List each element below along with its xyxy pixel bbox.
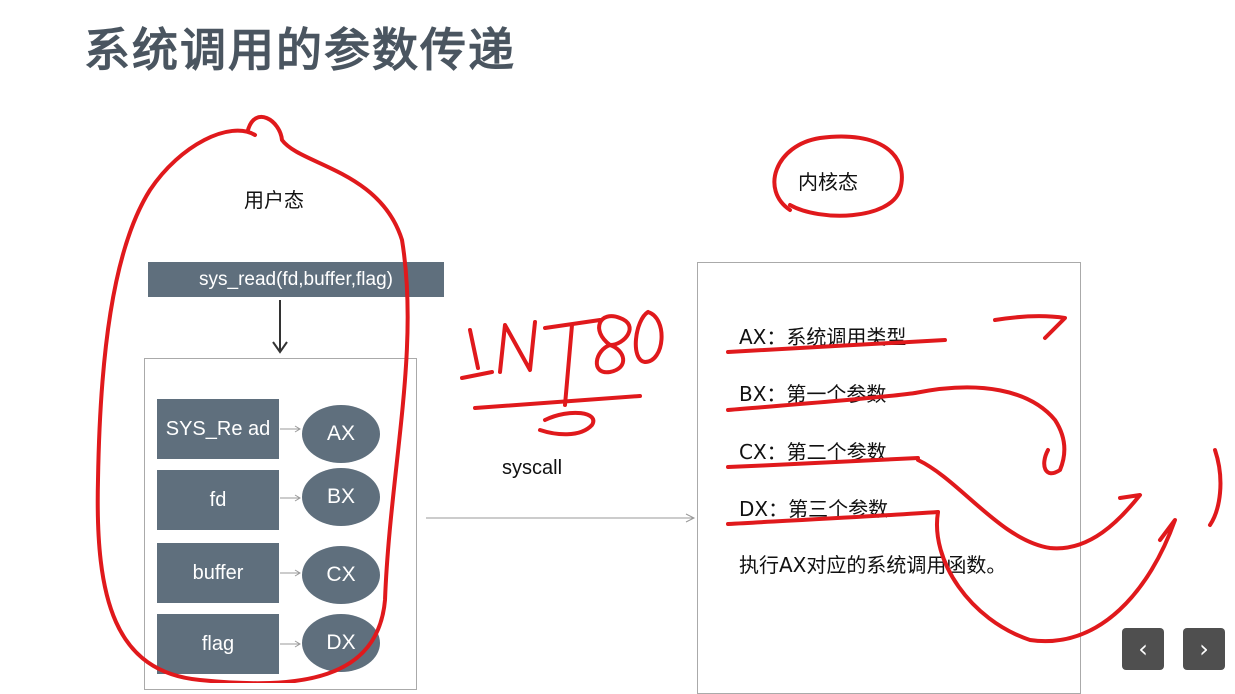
handwriting-n [498,320,537,374]
register-cx: CX [302,546,380,604]
param-sys-read: SYS_Re ad [157,399,279,459]
kernel-item-bx: BX：第一个参数 [739,382,887,406]
int-underline-curl [538,410,596,437]
kernel-mode-label: 内核态 [798,170,858,194]
kernel-description: 执行AX对应的系统调用函数。 [739,553,1007,577]
handwriting-8 [594,314,632,375]
call-signature-box: sys_read(fd,buffer,flag) [148,262,444,297]
kernel-item-cx: CX：第二个参数 [739,440,887,464]
register-bx: BX [302,468,380,526]
kernel-item-dx: DX：第三个参数 [739,497,889,521]
user-mode-label: 用户态 [244,188,304,212]
param-buffer: buffer [157,543,279,603]
handwriting-0 [633,310,664,364]
handwriting-t [543,318,602,407]
next-slide-button[interactable]: › [1183,628,1225,670]
register-dx: DX [302,614,380,672]
down-arrow-icon [272,300,288,354]
syscall-label: syscall [502,457,563,479]
prev-slide-button[interactable]: ‹ [1122,628,1164,670]
kernel-item-ax: AX：系统调用类型 [739,325,907,349]
slide-title: 系统调用的参数传递 [84,23,516,77]
param-flag: flag [157,614,279,674]
register-ax: AX [302,405,380,463]
handwriting-i [460,328,494,380]
int-underline [473,394,642,410]
param-fd: fd [157,470,279,530]
